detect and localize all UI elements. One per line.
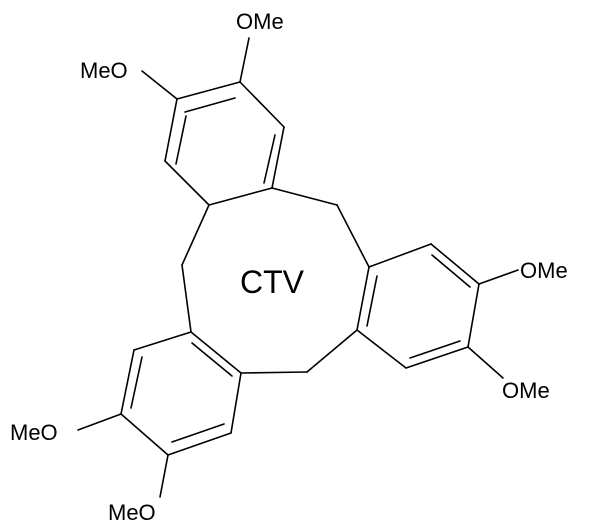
double-bond-inner [409,340,461,359]
bottom-left-benzene-ring [120,331,242,456]
bond [356,266,370,331]
bond-right-lower-o [467,346,504,379]
double-bond-inner [263,134,276,184]
bond-right-upper-o [478,269,519,285]
bond [240,371,308,374]
bond-top-o [239,37,250,83]
bond [405,346,469,369]
bond [164,160,210,206]
bond [230,372,242,434]
double-bond-inner [191,342,233,377]
bond [120,349,135,415]
bond [181,264,192,333]
bond [336,204,370,268]
bond [120,413,169,456]
bond [239,81,285,128]
bond [356,329,407,369]
bond [467,283,480,348]
bond [167,432,232,456]
top-benzene-ring [164,81,285,206]
right-upper-ome-label: OMe [520,258,568,283]
bond [208,187,273,206]
methylene-bridges [181,187,370,374]
bond [181,204,210,266]
bond [133,331,192,351]
bond [430,243,480,285]
ctv-label: CTV [240,264,305,300]
double-bond-inner [184,97,236,113]
right-lower-ome-label: OMe [502,378,550,403]
bond-top-meo [141,70,178,100]
double-bond-inner [171,423,225,443]
bond [176,81,241,100]
double-bond-inner [130,356,143,409]
bond [306,329,358,373]
right-benzene-ring [356,243,480,369]
bond [271,126,285,189]
double-bond-inner [366,275,378,327]
top-ome-label: OMe [236,9,284,34]
bottom-meo-label: MeO [108,500,156,525]
bond-left-lower-o [77,413,122,431]
bond [271,187,338,206]
bond [368,243,432,268]
bond [190,331,242,374]
double-bond-inner [431,254,471,288]
bond [164,98,178,162]
bond-bottom-o [159,454,169,498]
left-lower-meo-label: MeO [10,420,58,445]
top-meo-label: MeO [80,58,128,83]
double-bond-inner [175,115,187,165]
